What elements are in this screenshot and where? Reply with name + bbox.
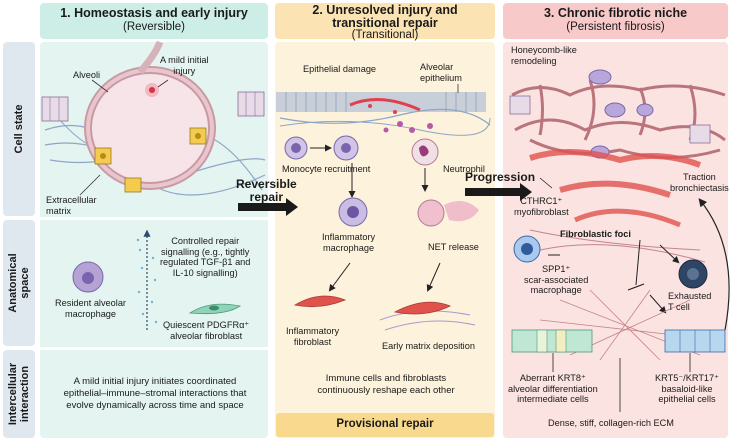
immune-cells-drawing — [284, 135, 479, 331]
header-transitional: 2. Unresolved injury and transitional re… — [275, 3, 495, 41]
label-quiescent-fibroblast: Quiescent PDGFRα⁺ alveolar fibroblast — [163, 320, 250, 341]
row-label-cell-state: Cell state — [3, 42, 35, 216]
text-interaction-transitional: Immune cells and fibroblasts continuousl… — [317, 373, 455, 396]
label-progression: Progression — [465, 170, 536, 184]
label-early-matrix-deposition: Early matrix deposition — [382, 341, 475, 351]
label-krt5-krt17-cells: KRT5⁻/KRT17⁺ basaloid-like epithelial ce… — [655, 373, 719, 404]
epithelium-drawing — [276, 84, 491, 136]
label-mild-injury: A mild initial injury — [160, 55, 209, 76]
label-epithelial-damage: Epithelial damage — [303, 64, 377, 74]
label-krt8-cells: Aberrant KRT8⁺ alveolar differentiation … — [508, 373, 598, 404]
label-alveolar-epithelium: Alveolar epithelium — [420, 62, 462, 83]
reversible-repair-arrow — [238, 198, 298, 216]
label-inflammatory-macrophage: Inflammatory macrophage — [322, 232, 376, 253]
label-net-release: NET release — [428, 242, 479, 252]
label-provisional-repair: Provisional repair — [336, 418, 434, 430]
provisional-repair-bar — [276, 413, 494, 437]
label-neutrophil: Neutrophil — [443, 164, 485, 174]
label-alveoli: Alveoli — [73, 70, 101, 80]
label-inflammatory-fibroblast: Inflammatory fibroblast — [286, 326, 340, 347]
label-spp1-macrophage: SPP1⁺ scar-associated macrophage — [524, 264, 589, 295]
label-resident-macrophage: Resident alveolar macrophage — [55, 298, 126, 319]
alveolus-drawing — [41, 40, 266, 196]
fibroblastic-foci-drawing — [509, 69, 730, 331]
label-exhausted-t-cell: Exhausted T cell — [668, 291, 712, 312]
panel-homeostasis-divider-2 — [40, 347, 268, 350]
panel-homeostasis-divider-1 — [40, 217, 268, 220]
label-extracellular-matrix: Extracellular matrix — [46, 195, 97, 216]
label-reversible-repair: Reversible repair — [236, 177, 297, 204]
header-fibrotic: 3. Chronic fibrotic niche (Persistent fi… — [503, 3, 728, 39]
text-interaction-homeostasis: A mild initial injury initiates coordina… — [63, 376, 247, 411]
label-dense-ecm: Dense, stiff, collagen-rich ECM — [548, 418, 674, 428]
signalling-drawing — [72, 229, 242, 330]
label-controlled-repair: Controlled repair signalling (e.g., tigh… — [160, 236, 251, 278]
label-traction-bronchiectasis: Traction bronchiectasis — [670, 172, 729, 193]
label-honeycomb-remodeling: Honeycomb-like remodeling — [511, 45, 577, 66]
label-monocyte-recruitment: Monocyte recruitment — [282, 164, 371, 174]
label-fibroblastic-foci: Fibroblastic foci — [560, 229, 631, 239]
honeycomb-drawing — [511, 79, 726, 159]
header-homeostasis: 1. Homeostasis and early injury (Reversi… — [40, 3, 268, 39]
basaloid-epithelium-drawing — [511, 289, 726, 412]
label-cthrc1-myofibroblast: CTHRC1⁺ myofibroblast — [514, 196, 569, 217]
progression-arrow — [465, 183, 532, 201]
